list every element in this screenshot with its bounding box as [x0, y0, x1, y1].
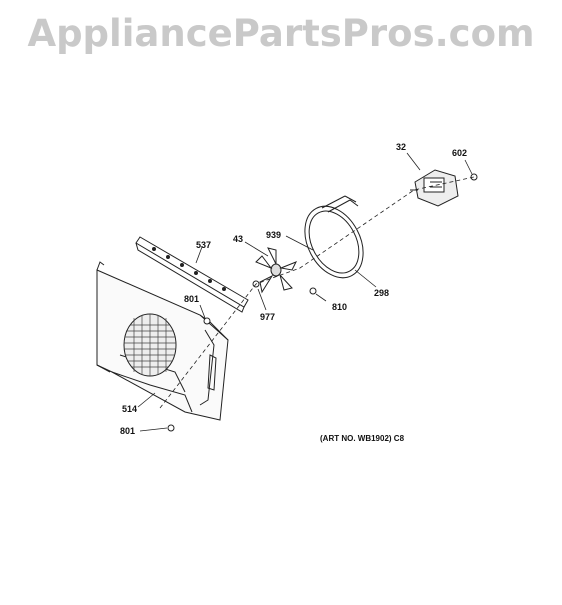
leader-lines — [137, 152, 473, 432]
bracket-strip — [135, 236, 249, 313]
part-label-298: 298 — [374, 288, 389, 298]
part-label-514: 514 — [122, 404, 137, 414]
screw-810 — [309, 287, 317, 295]
part-label-32: 32 — [396, 142, 406, 152]
screw-801-upper — [203, 317, 211, 325]
watermark: AppliancePartsPros.com — [27, 12, 535, 55]
fan-blade — [255, 247, 298, 294]
part-label-939: 939 — [266, 230, 281, 240]
part-label-810: 810 — [332, 302, 347, 312]
art-number-note: (ART NO. WB1902) C8 — [320, 434, 405, 443]
part-label-977: 977 — [260, 312, 275, 322]
convection-motor — [410, 169, 459, 207]
part-label-801-lower: 801 — [120, 426, 135, 436]
part-label-43: 43 — [233, 234, 243, 244]
part-label-801-upper: 801 — [184, 294, 199, 304]
screw-602 — [470, 173, 478, 181]
screw-801-lower — [167, 424, 175, 432]
part-label-602: 602 — [452, 148, 467, 158]
heating-element — [304, 195, 364, 279]
fan-grille — [123, 313, 177, 377]
part-label-537: 537 — [196, 240, 211, 250]
